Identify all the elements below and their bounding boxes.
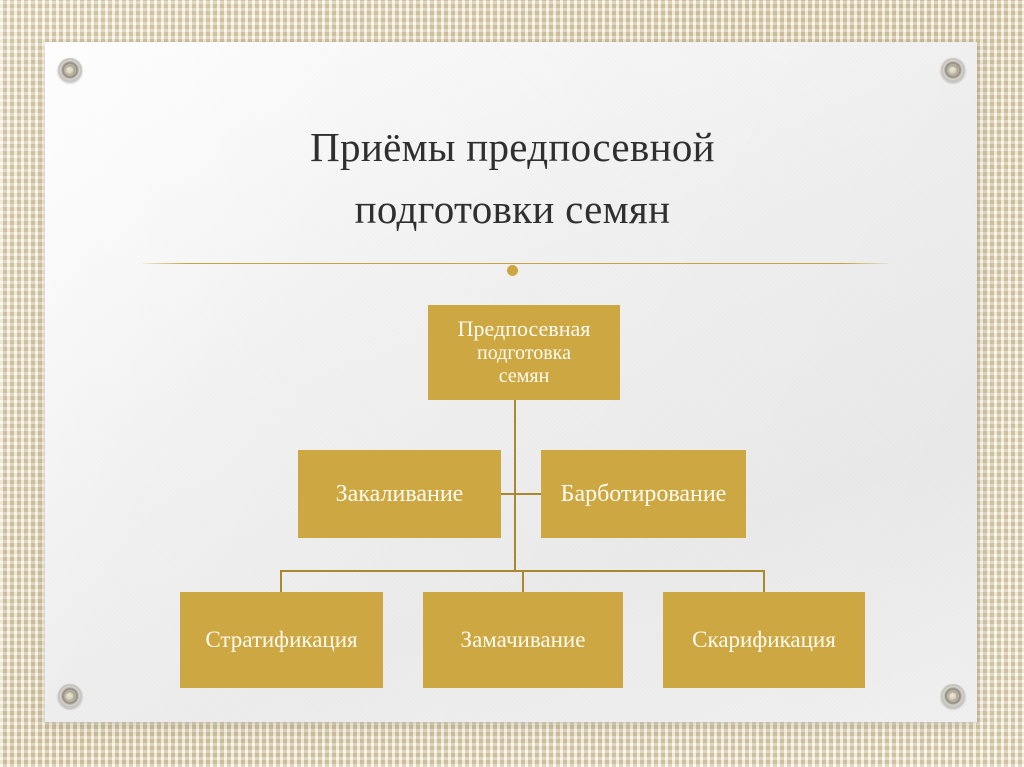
diagram-node-zamachivanie[interactable]: Замачивание bbox=[423, 592, 623, 688]
connector-level3-stem bbox=[514, 493, 516, 571]
grommet-screw-top-right bbox=[941, 58, 965, 82]
divider-dot-icon bbox=[507, 265, 518, 276]
diagram-node-zakalivanie[interactable]: Закаливание bbox=[298, 450, 501, 538]
slide-title-line-1: Приёмы предпосевной bbox=[310, 124, 715, 170]
connector-drop-skarifikaciya bbox=[763, 570, 765, 592]
diagram-node-skarifikaciya[interactable]: Скарификация bbox=[663, 592, 865, 688]
connector-drop-stratifikaciya bbox=[280, 570, 282, 592]
diagram-node-root[interactable]: Предпосевная подготовка семян bbox=[428, 305, 620, 400]
title-divider-rule bbox=[143, 263, 888, 264]
connector-drop-zamachivanie bbox=[522, 570, 524, 592]
node-root-line-3: семян bbox=[498, 365, 550, 388]
diagram-node-stratifikaciya[interactable]: Стратификация bbox=[180, 592, 383, 688]
slide-title: Приёмы предпосевной подготовки семян bbox=[140, 116, 885, 240]
node-skarifikaciya-label: Скарификация bbox=[692, 627, 836, 653]
connector-to-barbotirovanie bbox=[514, 493, 541, 495]
node-stratifikaciya-label: Стратификация bbox=[205, 627, 358, 653]
grommet-screw-top-left bbox=[58, 58, 82, 82]
diagram-node-barbotirovanie[interactable]: Барботирование bbox=[541, 450, 746, 538]
node-root-line-2: подготовка bbox=[477, 341, 571, 364]
node-barbotirovanie-label: Барботирование bbox=[560, 480, 727, 507]
grommet-screw-bottom-right bbox=[941, 684, 965, 708]
node-root-line-1: Предпосевная bbox=[457, 315, 591, 341]
node-zamachivanie-label: Замачивание bbox=[460, 627, 586, 653]
connector-root-stem bbox=[514, 400, 516, 494]
connector-to-zakalivanie bbox=[501, 493, 515, 495]
node-zakalivanie-label: Закаливание bbox=[335, 480, 464, 507]
grommet-screw-bottom-left bbox=[58, 684, 82, 708]
slide-title-line-2: подготовки семян bbox=[354, 186, 671, 232]
